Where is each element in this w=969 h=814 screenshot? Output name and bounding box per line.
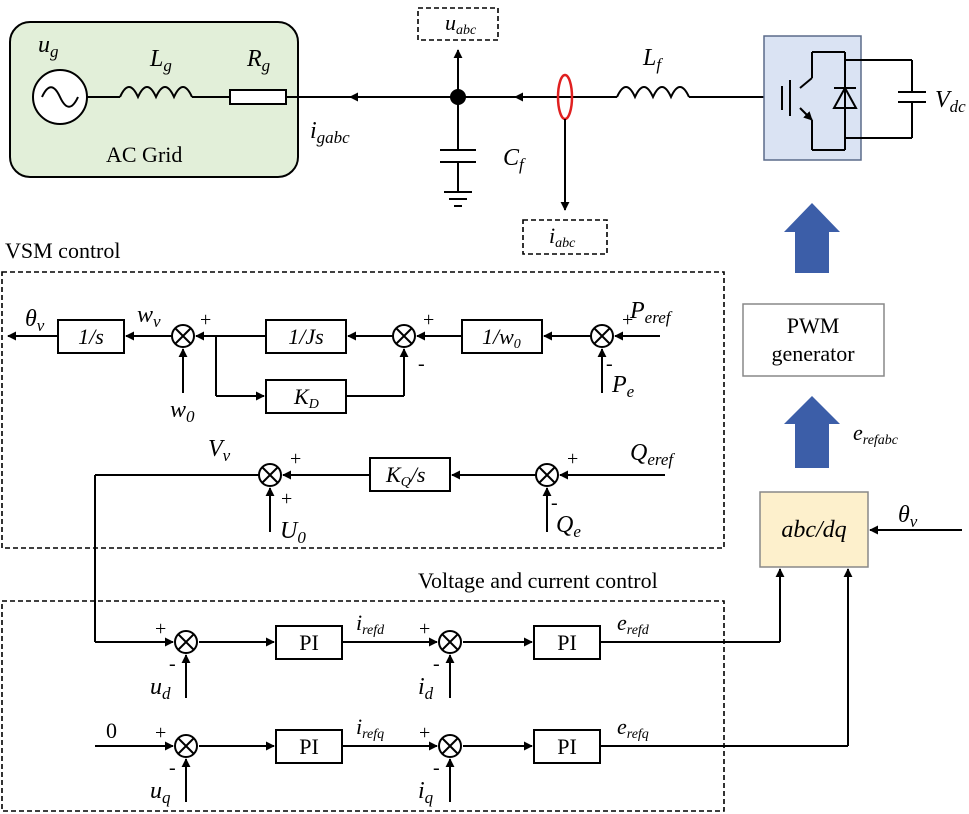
pi-label: PI [299,630,319,655]
u0-label: U0 [280,518,306,547]
minus-sign: - [551,492,558,514]
iq-label: iq [418,778,434,807]
grid-current-label: igabc [310,118,350,147]
abc-dq-box [759,491,869,568]
minus-sign: - [418,353,425,375]
damping-label: KD [293,384,319,412]
current-meas-label: iabc [549,223,576,251]
grid-inductor-label: Lg [149,46,172,75]
plus-sign: + [281,488,292,510]
plus-sign: + [200,309,211,331]
plus-sign: + [419,722,430,744]
q-e-label: Qe [556,512,581,541]
abc-dq-label: abc/dq [781,517,846,543]
plus-sign: + [155,722,166,744]
plus-sign: + [622,309,633,331]
vv-label: Vv [208,436,231,465]
vc-title: Voltage and current control [418,568,658,593]
ud-label: ud [150,674,171,703]
filter-inductor-label: Lf [642,45,663,74]
grid-inductor-icon [119,86,193,100]
current-meas-box [522,219,608,255]
grid-resistor-icon [229,89,287,105]
pi-current-q [533,729,601,764]
kq-label: KQ/s [385,462,426,490]
erefq-label: erefq [617,714,649,742]
omega-label: wv [137,302,161,331]
pi-label: PI [299,734,319,759]
transform-to-pwm-arrow [784,396,840,468]
transform-theta-label: θv [898,502,918,531]
inertia-block [265,319,347,354]
irefd-label: irefd [356,610,385,638]
filter-inductor-icon [616,86,690,100]
zero-input-label: 0 [106,718,117,743]
vsm-title: VSM control [5,238,121,263]
inertia-label: 1/Js [288,324,323,349]
minus-sign: - [433,653,440,675]
pwm-line1: PWM [787,313,840,338]
minus-sign: - [169,757,176,779]
voltage-meas-label: uabc [445,10,477,38]
plus-sign: + [423,309,434,331]
vc-frame [1,600,725,812]
pwm-signal-label: erefabc [853,420,899,448]
plus-sign: + [290,448,301,470]
dc-link-icon [845,59,926,139]
inverter-block [763,35,862,161]
ac-grid-box [9,21,299,178]
filter-capacitor-icon [440,97,476,207]
p-e-label: Pe [611,372,635,401]
pwm-generator-box [742,303,885,377]
sine-icon [41,86,79,108]
filter-capacitor-label: Cf [503,145,526,174]
pi-current-d [533,625,601,660]
uq-label: uq [150,778,171,807]
dc-voltage-label: Vdc [935,87,966,116]
pi-voltage-d [275,625,343,660]
id-label: id [418,674,434,703]
voltage-meas-box [417,7,499,41]
plus-sign: + [155,618,166,640]
p-ref-label: Peref [629,298,673,327]
theta-out-label: θv [25,306,45,335]
integrator-label: 1/s [78,324,104,349]
ac-grid: ug Lg Rg AC Grid [9,21,299,178]
minus-sign: - [606,353,613,375]
plus-sign: + [419,618,430,640]
q-ref-label: Qeref [630,440,675,469]
omega0-label: w0 [170,397,195,426]
norm-label: 1/w0 [482,324,521,352]
pi-label: PI [557,734,577,759]
grid-source-label: ug [38,32,59,61]
plus-sign: + [567,448,578,470]
minus-sign: - [433,757,440,779]
grid-resistor-label: Rg [246,46,270,75]
ac-grid-title: AC Grid [106,142,182,167]
pi-label: PI [557,630,577,655]
erefd-label: erefd [617,610,650,638]
minus-sign: - [169,653,176,675]
pwm-line2: generator [771,341,855,366]
pwm-to-inverter-arrow [784,203,840,273]
integrator-block [57,319,125,354]
irefq-label: irefq [356,714,384,742]
vsm-frame [1,271,725,549]
